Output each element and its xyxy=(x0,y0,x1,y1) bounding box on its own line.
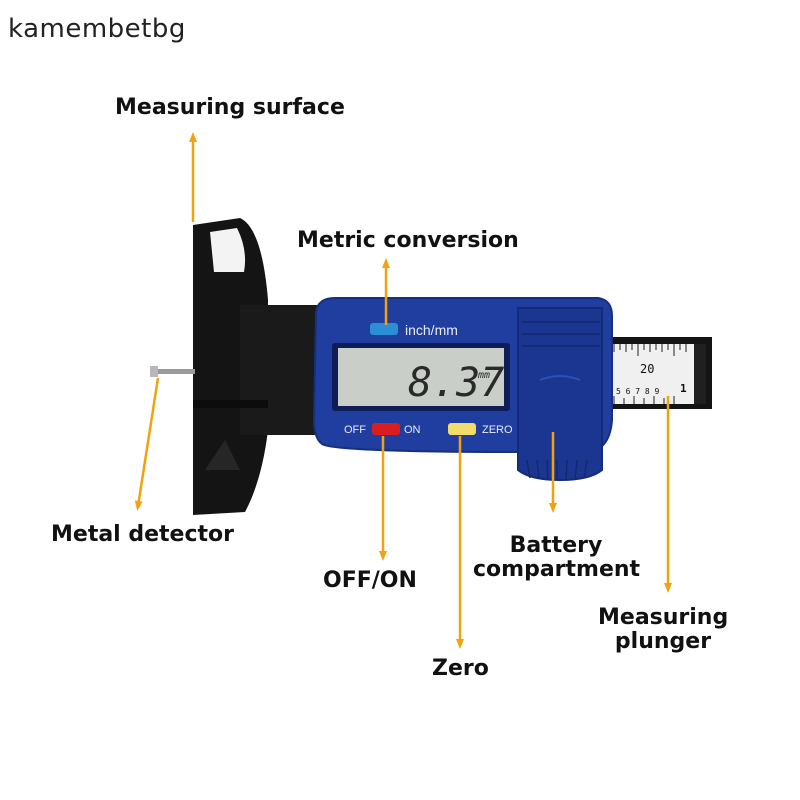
label-metal-detector: Metal detector xyxy=(51,522,235,547)
label-battery-line1: Battery xyxy=(509,533,603,558)
label-plunger-line1: Measuring xyxy=(598,605,729,630)
metal-probe xyxy=(150,366,195,377)
zero-label: ZERO xyxy=(482,424,513,436)
label-zero: Zero xyxy=(432,656,489,681)
gauge-blue-body: 8.37 mm xyxy=(312,297,613,482)
arrow-metal-detector xyxy=(134,377,160,511)
inch-mm-label: inch/mm xyxy=(405,322,458,338)
label-metric-conversion: Metric conversion xyxy=(297,228,519,253)
lcd-reading: 8.37 xyxy=(408,360,504,406)
watermark-text: kamembetbg xyxy=(8,14,186,44)
lcd-unit: mm xyxy=(477,370,490,381)
label-measuring-surface: Measuring surface xyxy=(115,95,345,120)
label-off-on: OFF/ON xyxy=(323,568,417,593)
scale-minor-numbers: 5 6 7 8 9 xyxy=(616,387,660,396)
inch-mm-button[interactable] xyxy=(370,323,398,335)
zero-button[interactable] xyxy=(448,423,476,435)
label-battery-line2: compartment xyxy=(473,557,641,582)
scale-one: 1 xyxy=(680,382,687,395)
gauge-black-body xyxy=(193,218,320,515)
label-measuring-plunger: Measuring plunger xyxy=(598,606,728,654)
label-battery-compartment: Battery compartment xyxy=(473,533,641,582)
off-on-button[interactable] xyxy=(372,423,400,435)
on-label: ON xyxy=(404,424,421,436)
scale-major-number: 20 xyxy=(640,362,654,376)
label-plunger-line2: plunger xyxy=(614,629,712,654)
plunger-scale: 20 5 6 7 8 9 1 xyxy=(600,337,712,409)
off-label: OFF xyxy=(344,424,366,436)
